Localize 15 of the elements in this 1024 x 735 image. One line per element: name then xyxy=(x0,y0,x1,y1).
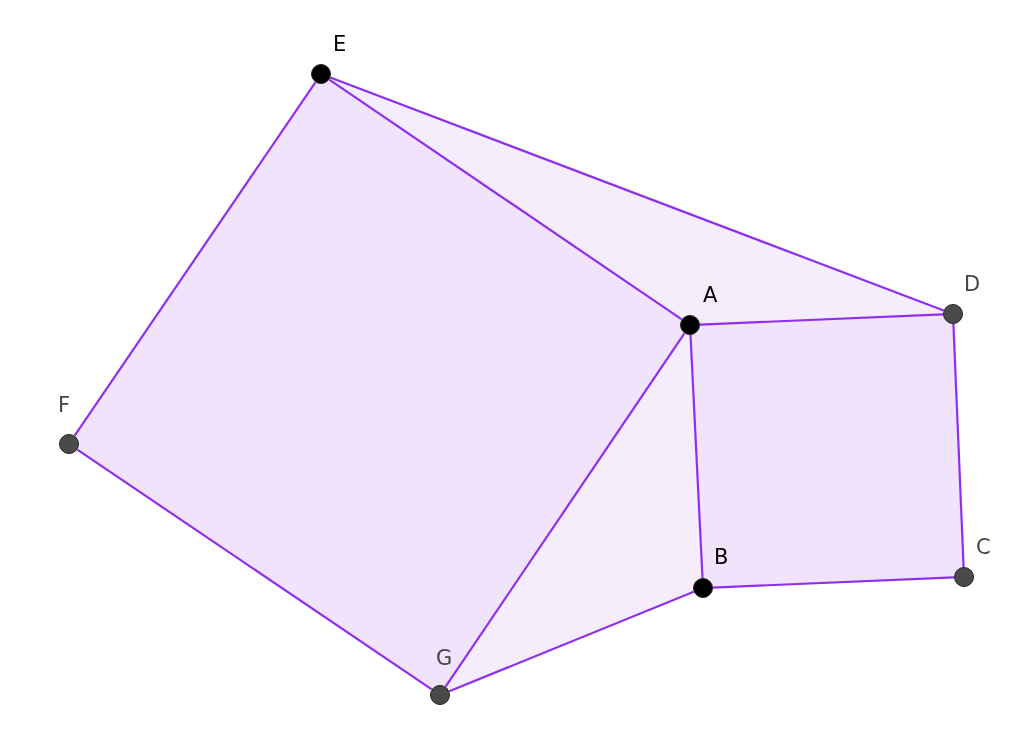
line-segment xyxy=(76,448,433,691)
point-label: G xyxy=(436,646,453,670)
point-label: F xyxy=(58,393,71,417)
point-label: A xyxy=(703,283,718,307)
point-label: D xyxy=(964,272,981,296)
line-segment xyxy=(448,590,695,693)
line-segment xyxy=(712,576,955,589)
line-segment xyxy=(689,334,704,579)
point-label: C xyxy=(976,535,991,559)
line-segment xyxy=(952,323,965,568)
line-segment xyxy=(73,81,317,437)
point-label: E xyxy=(333,32,347,56)
line-segment xyxy=(699,313,944,326)
line-segment xyxy=(328,78,683,321)
point-label: B xyxy=(714,545,729,569)
